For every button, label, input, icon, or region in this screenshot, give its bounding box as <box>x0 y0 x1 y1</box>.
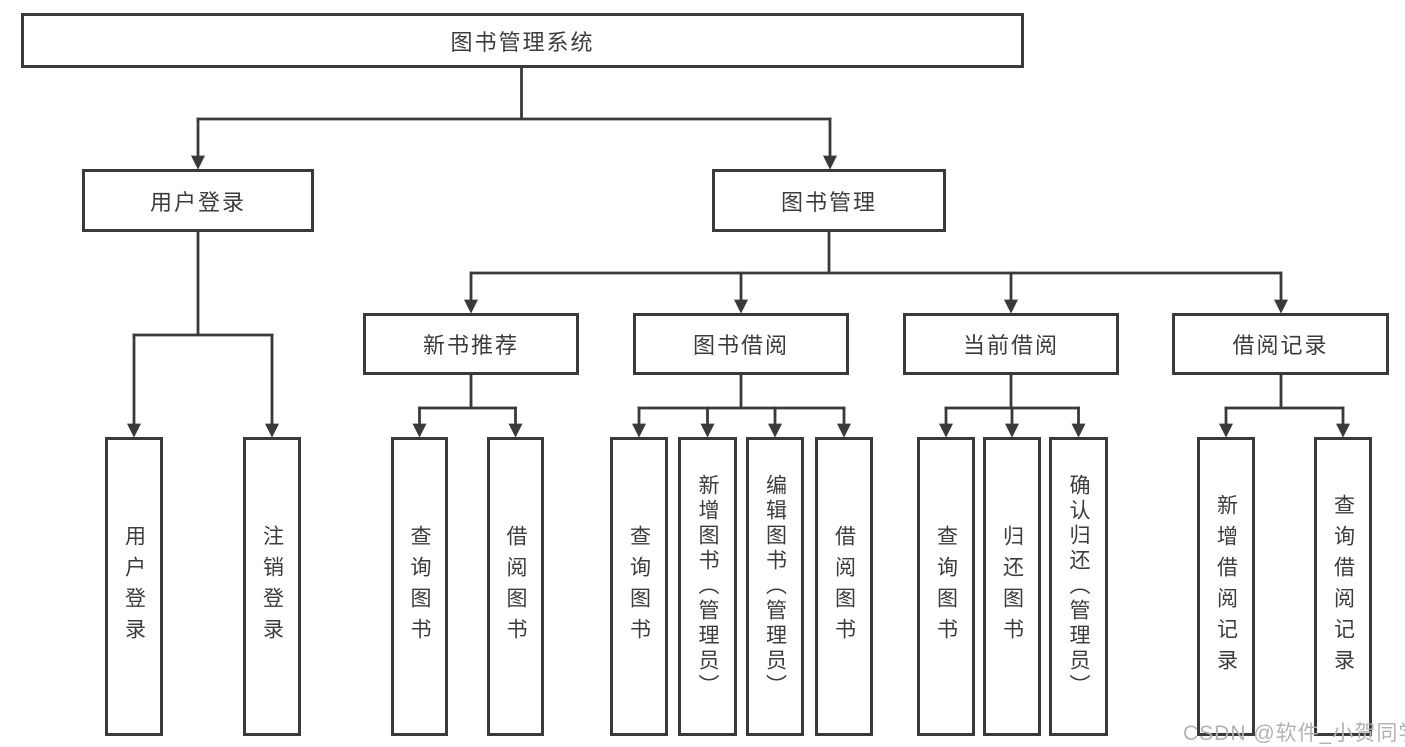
node-label: 借阅图书 <box>832 524 856 649</box>
node-book-management: 图书管理 <box>712 169 946 232</box>
node-user-login: 用户登录 <box>82 169 314 232</box>
node-library-management-system: 图书管理系统 <box>21 13 1024 68</box>
leaf-edit-books-admin: 编辑图书（管理员） <box>746 437 804 736</box>
leaf-query-books-recommend: 查询图书 <box>391 437 448 736</box>
leaf-query-books-current: 查询图书 <box>917 437 975 736</box>
leaf-query-borrow-record: 查询借阅记录 <box>1314 437 1372 736</box>
node-label: 查询图书 <box>934 524 958 649</box>
node-label: 新书推荐 <box>422 333 519 358</box>
leaf-add-books-admin: 新增图书（管理员） <box>678 437 737 736</box>
node-label: 图书借阅 <box>692 333 789 358</box>
leaf-borrow-books-recommend: 借阅图书 <box>487 437 544 736</box>
leaf-borrow-books: 借阅图书 <box>815 437 873 736</box>
node-label: 当前借阅 <box>962 333 1059 358</box>
node-label: 借阅记录 <box>1232 333 1329 358</box>
node-label: 查询借阅记录 <box>1331 493 1355 680</box>
node-label: 用户登录 <box>149 189 246 215</box>
node-label: 图书管理 <box>780 189 877 215</box>
leaf-user-login: 用户登录 <box>105 437 163 736</box>
node-label: 编辑图书（管理员） <box>763 474 787 699</box>
node-label: 新增借阅记录 <box>1214 493 1238 680</box>
node-label: 归还图书 <box>1000 524 1024 649</box>
leaf-return-books: 归还图书 <box>983 437 1041 736</box>
leaf-query-books-borrow: 查询图书 <box>610 437 668 736</box>
leaf-add-borrow-record: 新增借阅记录 <box>1197 437 1255 736</box>
node-label: 用户登录 <box>122 524 146 649</box>
node-label: 图书管理系统 <box>450 29 595 55</box>
csdn-watermark: CSDN @软件_小贺同学 <box>1183 722 1405 745</box>
node-label: 查询图书 <box>627 524 651 649</box>
leaf-confirm-return-admin: 确认归还（管理员） <box>1049 437 1108 736</box>
node-current-borrow: 当前借阅 <box>903 313 1119 375</box>
node-label: 新增图书（管理员） <box>696 474 719 699</box>
node-book-borrow: 图书借阅 <box>633 313 849 375</box>
node-new-book-recommend: 新书推荐 <box>363 313 579 375</box>
node-label: 借阅图书 <box>504 524 527 649</box>
node-label: 确认归还（管理员） <box>1067 474 1090 699</box>
leaf-logout: 注销登录 <box>243 437 301 736</box>
node-borrow-records: 借阅记录 <box>1172 313 1389 375</box>
node-label: 查询图书 <box>408 524 431 649</box>
node-label: 注销登录 <box>260 524 284 649</box>
